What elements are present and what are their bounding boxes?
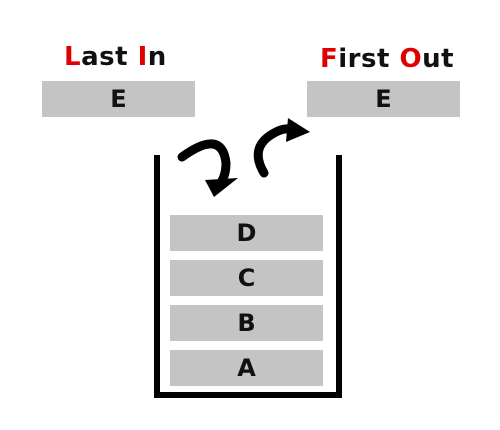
push-heading-text-ast: ast bbox=[81, 42, 138, 72]
stack-item-d: D bbox=[170, 215, 323, 251]
pop-heading-initial-f: F bbox=[320, 44, 339, 74]
stack-item-c: C bbox=[170, 260, 323, 296]
pushed-element-block: E bbox=[42, 81, 195, 117]
stack-container: D C B A bbox=[154, 155, 342, 398]
stack-item-a: A bbox=[170, 350, 323, 386]
pop-heading-text-ut: ut bbox=[422, 44, 455, 74]
push-heading-initial-l: L bbox=[64, 42, 82, 72]
popped-element-block: E bbox=[307, 81, 460, 117]
pop-arrow-icon bbox=[253, 118, 310, 178]
push-heading: Last In bbox=[64, 42, 167, 72]
stack-list: D C B A bbox=[170, 215, 323, 395]
stack-item-b: B bbox=[170, 305, 323, 341]
pop-heading: First Out bbox=[320, 44, 454, 74]
pop-heading-initial-o: O bbox=[399, 44, 423, 74]
push-heading-initial-i: I bbox=[137, 42, 148, 72]
push-arrow-icon bbox=[177, 139, 238, 197]
push-heading-text-n: n bbox=[147, 42, 167, 72]
pop-heading-text-irst: irst bbox=[338, 44, 400, 74]
